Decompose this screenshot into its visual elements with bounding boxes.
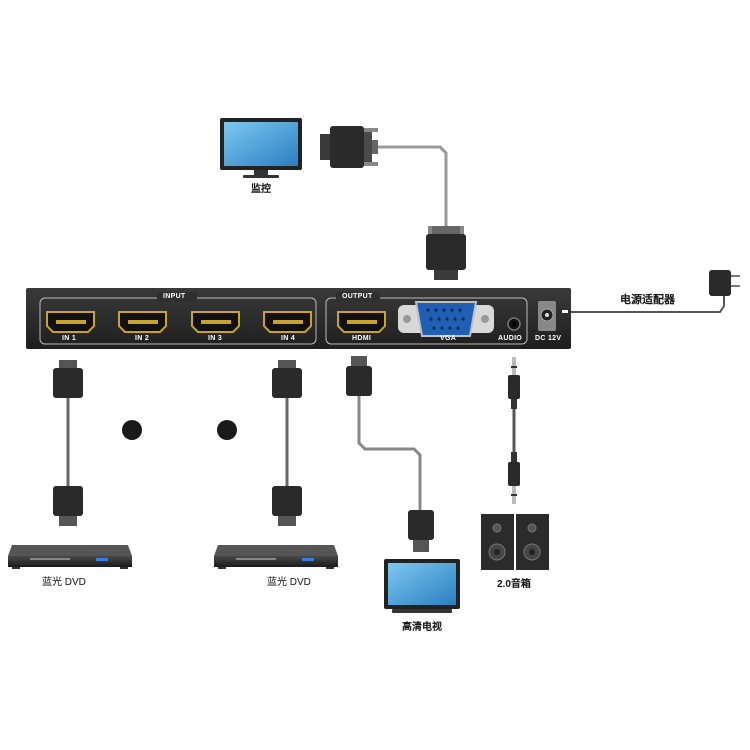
hdmi-port-in1 [46, 311, 95, 333]
dvd-right-label: 蓝光 DVD [267, 577, 311, 588]
ellipsis-dot-icon [122, 420, 142, 440]
hdmi-plug-icon [272, 360, 302, 398]
monitor-icon [220, 118, 302, 178]
hdmi-plug-icon [346, 356, 372, 396]
speaker-icon [481, 514, 514, 570]
hdmi-cable-in1 [53, 360, 83, 526]
vga-plug-icon [320, 126, 378, 168]
dvd-player-icon [214, 545, 338, 569]
output-section-label: OUTPUT [342, 293, 373, 300]
tv-icon [384, 559, 460, 613]
hdmi-plug-icon [53, 486, 83, 526]
input-section-label: INPUT [163, 293, 186, 300]
port-label-hdmi-out: HDMI [352, 335, 372, 342]
hdmi-switch-device [26, 288, 571, 349]
speaker-icon [516, 514, 549, 570]
port-label-audio: AUDIO [498, 335, 523, 342]
hdmi-port-in3 [191, 311, 240, 333]
speakers-label: 2.0音箱 [497, 579, 531, 590]
monitor-label: 监控 [251, 184, 271, 195]
hdmi-port-in4 [263, 311, 312, 333]
power-adapter-label: 电源适配器 [620, 294, 675, 306]
port-label-in3: IN 3 [208, 335, 223, 342]
audio-cable [508, 357, 520, 504]
audio-jack-icon [508, 357, 520, 409]
audio-jack-icon [508, 452, 520, 504]
vga-plug-icon [426, 226, 466, 280]
port-label-in4: IN 4 [281, 335, 296, 342]
hdmi-cable-out [346, 356, 434, 552]
hdmi-plug-icon [408, 510, 434, 552]
port-label-in1: IN 1 [62, 335, 77, 342]
dc-power-port [538, 301, 568, 331]
audio-port-out [507, 317, 521, 331]
vga-port-out [398, 301, 494, 337]
hdmi-port-out [337, 311, 386, 333]
hd-tv-label: 高清电视 [402, 622, 442, 633]
port-label-dc: DC 12V [535, 335, 562, 342]
hdmi-cable-in4 [272, 360, 302, 526]
power-adapter-icon [566, 270, 740, 313]
dvd-player-icon [8, 545, 132, 569]
port-label-in2: IN 2 [135, 335, 150, 342]
hdmi-port-in2 [118, 311, 167, 333]
hdmi-plug-icon [272, 486, 302, 526]
vga-cable-monitor [320, 126, 466, 280]
ellipsis-dot-icon [217, 420, 237, 440]
dvd-left-label: 蓝光 DVD [42, 577, 86, 588]
port-label-vga: VGA [440, 335, 457, 342]
hdmi-plug-icon [53, 360, 83, 398]
